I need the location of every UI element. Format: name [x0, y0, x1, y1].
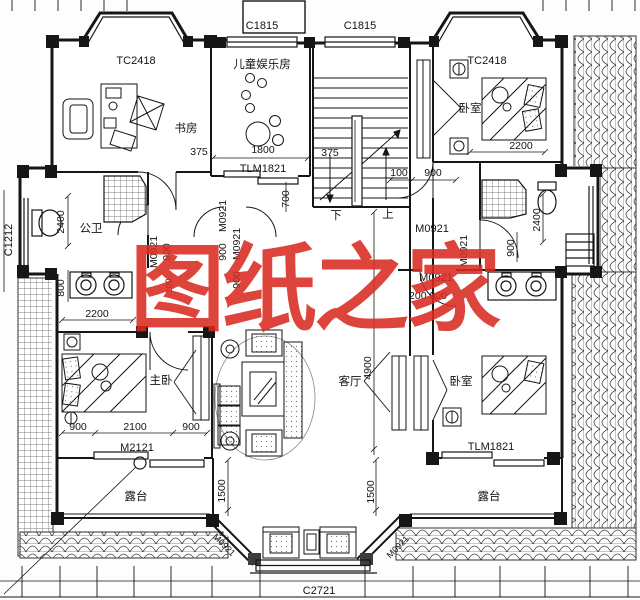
- door-study: [137, 171, 177, 211]
- roof-tiles: [17, 35, 637, 561]
- dim-1500-left: 1500: [216, 479, 228, 503]
- code-m0921-corr-left: M0921: [148, 236, 160, 268]
- toilet-right: [537, 181, 557, 215]
- dim-900-hall-a: 900: [217, 243, 229, 261]
- leader-line: [3, 466, 137, 595]
- dim-1800: 1800: [251, 144, 275, 156]
- dim-375-left: 375: [190, 146, 208, 158]
- closet-marks: [173, 79, 462, 421]
- sliding-door-tlm1821-top: [223, 170, 299, 185]
- stair-label-down: 下: [330, 210, 342, 222]
- code-m2121: M2121: [120, 442, 154, 454]
- room-label-bedroom-br: 卧室: [450, 374, 473, 388]
- stair-rail: [351, 115, 363, 207]
- bathroom-fixtures: [31, 175, 595, 301]
- room-label-study: 书房: [175, 122, 198, 135]
- code-tc2418-right: TC2418: [467, 55, 506, 67]
- dim-900-hall-b: 900: [231, 271, 243, 289]
- dim-2200-tr: 2200: [509, 140, 533, 152]
- room-label-living: 客厅: [339, 374, 362, 388]
- window-c1815-right: [324, 36, 396, 48]
- bed-top-right: [416, 59, 547, 159]
- room-label-kids: 儿童娱乐房: [233, 57, 291, 71]
- room-label-bedroom-tr: 卧室: [459, 101, 482, 115]
- washstand-left: [69, 271, 133, 299]
- room-label-terrace-left: 露台: [125, 489, 148, 503]
- door-master: [149, 331, 189, 371]
- sliding-door-m2121: [93, 451, 205, 470]
- shower-right: [481, 179, 527, 219]
- dim-900-master-r: 900: [182, 421, 200, 433]
- bay-window-tl-inner: [87, 16, 185, 44]
- bed-bottom-right: [391, 355, 547, 431]
- study-furniture: [62, 83, 165, 152]
- dim-4900: 4900: [362, 356, 374, 380]
- dim-1500-right: 1500: [365, 480, 377, 504]
- code-tlm1821-bottom: TLM1821: [468, 441, 514, 453]
- code-m0921-bath-right: M0921: [458, 235, 470, 267]
- room-label-bath-left: 公卫: [80, 222, 103, 235]
- furniture: [61, 59, 547, 559]
- dim-900-master-l: 900: [69, 421, 87, 433]
- dim-375-right: 375: [321, 147, 339, 159]
- stair-arrows: [326, 146, 390, 204]
- dim-100-tr: 100: [390, 167, 408, 179]
- cabinet-right: [565, 233, 595, 267]
- dimension-lines: [3, 148, 549, 595]
- code-tc2418-left: TC2418: [116, 55, 155, 67]
- dim-900-tr: 900: [424, 167, 442, 179]
- wall-blocks: [17, 35, 602, 565]
- bay-furniture: [262, 526, 357, 559]
- shower-left: [103, 175, 147, 223]
- washstand-right: [487, 271, 557, 301]
- windows: [23, 0, 594, 574]
- window-right-wall: [588, 186, 594, 264]
- dim-100-corr-left: 100: [164, 278, 174, 293]
- dim-2200-left: 2200: [85, 308, 109, 320]
- stair-break-line: [319, 129, 401, 201]
- code-c2721: C2721: [303, 585, 335, 597]
- code-m0921-hall-right: M0921: [415, 223, 449, 235]
- dim-900-corr-left: 900: [161, 243, 173, 261]
- code-tlm1821-top: TLM1821: [240, 163, 286, 175]
- dim-700: 700: [280, 190, 292, 208]
- dim-800: 800: [55, 279, 67, 297]
- door-wash-right: [419, 269, 457, 307]
- dim-2100-master: 2100: [123, 421, 147, 433]
- window-c1815-left: [226, 36, 298, 48]
- stairs: [313, 77, 408, 207]
- chimney-outline: [242, 0, 306, 34]
- code-c1212: C1212: [3, 224, 15, 256]
- bay-window-tr-inner: [437, 16, 536, 44]
- room-label-master: 主卧: [150, 374, 173, 387]
- living-room-furniture: [213, 329, 316, 461]
- window-c1212: [23, 198, 29, 278]
- kids-room-furniture: [241, 73, 284, 147]
- toilet-left: [31, 209, 62, 237]
- code-c1815-left: C1815: [246, 20, 278, 32]
- code-m0921-hall-a: M0921: [217, 200, 229, 232]
- door-hall-left-b: [245, 206, 277, 238]
- dim-2400-left: 2400: [55, 210, 67, 234]
- door-hall-left-a: [193, 206, 225, 238]
- stair-label-up: 上: [382, 208, 394, 221]
- dim-2400-right: 2400: [531, 208, 543, 232]
- walls: [18, 11, 600, 566]
- code-m0921-hall-b: M0921: [231, 228, 243, 260]
- sliding-door-tlm1821-bottom: [441, 451, 545, 467]
- code-m0921-wash: M0921: [419, 272, 453, 284]
- dim-900-bath-right: 900: [505, 239, 517, 257]
- dim-200-900: 200 900: [409, 290, 447, 302]
- code-c1815-right: C1815: [344, 20, 376, 32]
- room-label-terrace-right: 露台: [478, 489, 501, 503]
- bed-master: [61, 333, 210, 425]
- window-c2721: [250, 559, 377, 574]
